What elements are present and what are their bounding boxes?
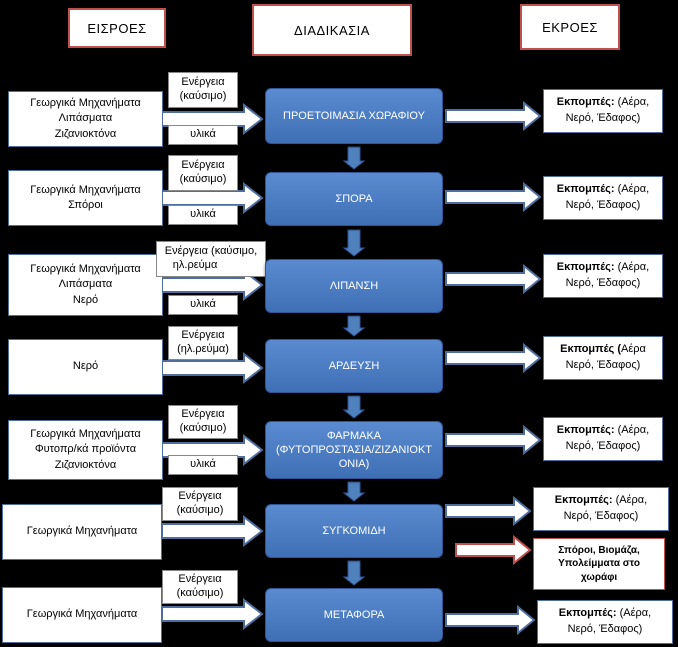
output-box-4: Εκπομπές (Αέρα Νερό, Έδαφος): [543, 336, 663, 380]
input-box-1: Γεωργικά Μηχανήματα Λιπάσματα Ζιζανιοκτό…: [8, 91, 163, 147]
header-inputs: ΕΙΣΡΟΕΣ: [68, 8, 166, 48]
output-box-7: Εκπομπές: (Αέρα, Νερό, Έδαφος): [537, 600, 673, 644]
down-arrow-4: [342, 395, 366, 419]
process-step-4: ΑΡΔΕΥΣΗ: [265, 339, 443, 393]
input-box-6: Γεωργικά Μηχανήματα: [2, 504, 162, 560]
output-box-1: Εκπομπές: (Αέρα, Νερό, Έδαφος): [543, 89, 663, 133]
output-box-5: Εκπομπές: (Αέρα, Νερό, Έδαφος): [543, 417, 663, 461]
input-box-5: Γεωργικά Μηχανήματα Φυτοπρ/κά προϊόντα Ζ…: [8, 420, 163, 480]
materials-label-5: υλικά: [168, 455, 238, 475]
process-step-7: ΜΕΤΑΦΟΡΑ: [265, 588, 443, 642]
output-arrow-4: [445, 342, 542, 374]
materials-label-3: υλικά: [168, 295, 238, 315]
header-outputs: ΕΚΡΟΕΣ: [520, 4, 620, 50]
down-arrow-6: [342, 560, 366, 586]
process-step-6: ΣΥΓΚΟΜΙΔΗ: [265, 504, 443, 558]
output-arrow-1: [445, 100, 542, 132]
output-arrow-6: [445, 495, 532, 527]
input-box-7: Γεωργικά Μηχανήματα: [2, 587, 162, 643]
input-box-4: Νερό: [8, 339, 163, 395]
output-box-6: Εκπομπές: (Αέρα, Νερό, Έδαφος): [533, 487, 669, 531]
output-arrow-7: [445, 604, 536, 636]
byproduct-arrow: [455, 534, 532, 566]
input-box-2: Γεωργικά Μηχανήματα Σπόροι: [8, 170, 163, 226]
materials-label-2: υλικά: [168, 205, 238, 225]
output-arrow-3: [445, 263, 542, 295]
output-box-2: Εκπομπές: (Αέρα, Νερό, Έδαφος): [543, 176, 663, 220]
input-arrow-7: [161, 597, 264, 631]
down-arrow-1: [342, 146, 366, 170]
input-arrow-6: [161, 514, 264, 548]
energy-label-3: Ενέργεια (καύσιμο, ηλ.ρεύμα: [156, 241, 266, 277]
process-step-2: ΣΠΟΡΑ: [265, 172, 443, 226]
down-arrow-5: [342, 481, 366, 502]
byproduct-box: Σπόροι, Βιομάζα, Υπολείμματα στο χωράφι: [533, 538, 665, 590]
energy-label-2: Ενέργεια (καύσιμο): [168, 155, 238, 191]
energy-label-7: Ενέργεια (καύσιμο): [162, 570, 238, 604]
energy-label-6: Ενέργεια (καύσιμο): [162, 487, 238, 521]
energy-label-5: Ενέργεια (καύσιμο): [168, 405, 238, 439]
input-box-3: Γεωργικά Μηχανήματα Λιπάσματα Νερό: [8, 254, 163, 316]
down-arrow-2: [342, 229, 366, 257]
process-step-1: ΠΡΟΕΤΟΙΜΑΣΙΑ ΧΩΡΑΦΙΟΥ: [265, 88, 443, 144]
materials-label-1: υλικά: [168, 125, 238, 145]
output-arrow-5: [445, 424, 542, 456]
energy-label-4: Ενέργεια (ηλ.ρεύμα): [168, 326, 238, 360]
output-box-3: Εκπομπές: (Αέρα, Νερό, Έδαφος): [543, 254, 663, 298]
process-step-5: ΦΑΡΜΑΚΑ (ΦΥΤΟΠΡΟΣΤΑΣΙΑ/ΖΙΖΑΝΙΟΚΤ ΟΝΙΑ): [265, 421, 443, 479]
energy-label-1: Ενέργεια (καύσιμο): [168, 72, 238, 108]
process-step-3: ΛΙΠΑΝΣΗ: [265, 259, 443, 313]
header-process: ΔΙΑΔΙΚΑΣΙΑ: [252, 4, 412, 56]
down-arrow-3: [342, 315, 366, 337]
input-arrow-4: [161, 351, 264, 385]
output-arrow-2: [445, 181, 542, 213]
